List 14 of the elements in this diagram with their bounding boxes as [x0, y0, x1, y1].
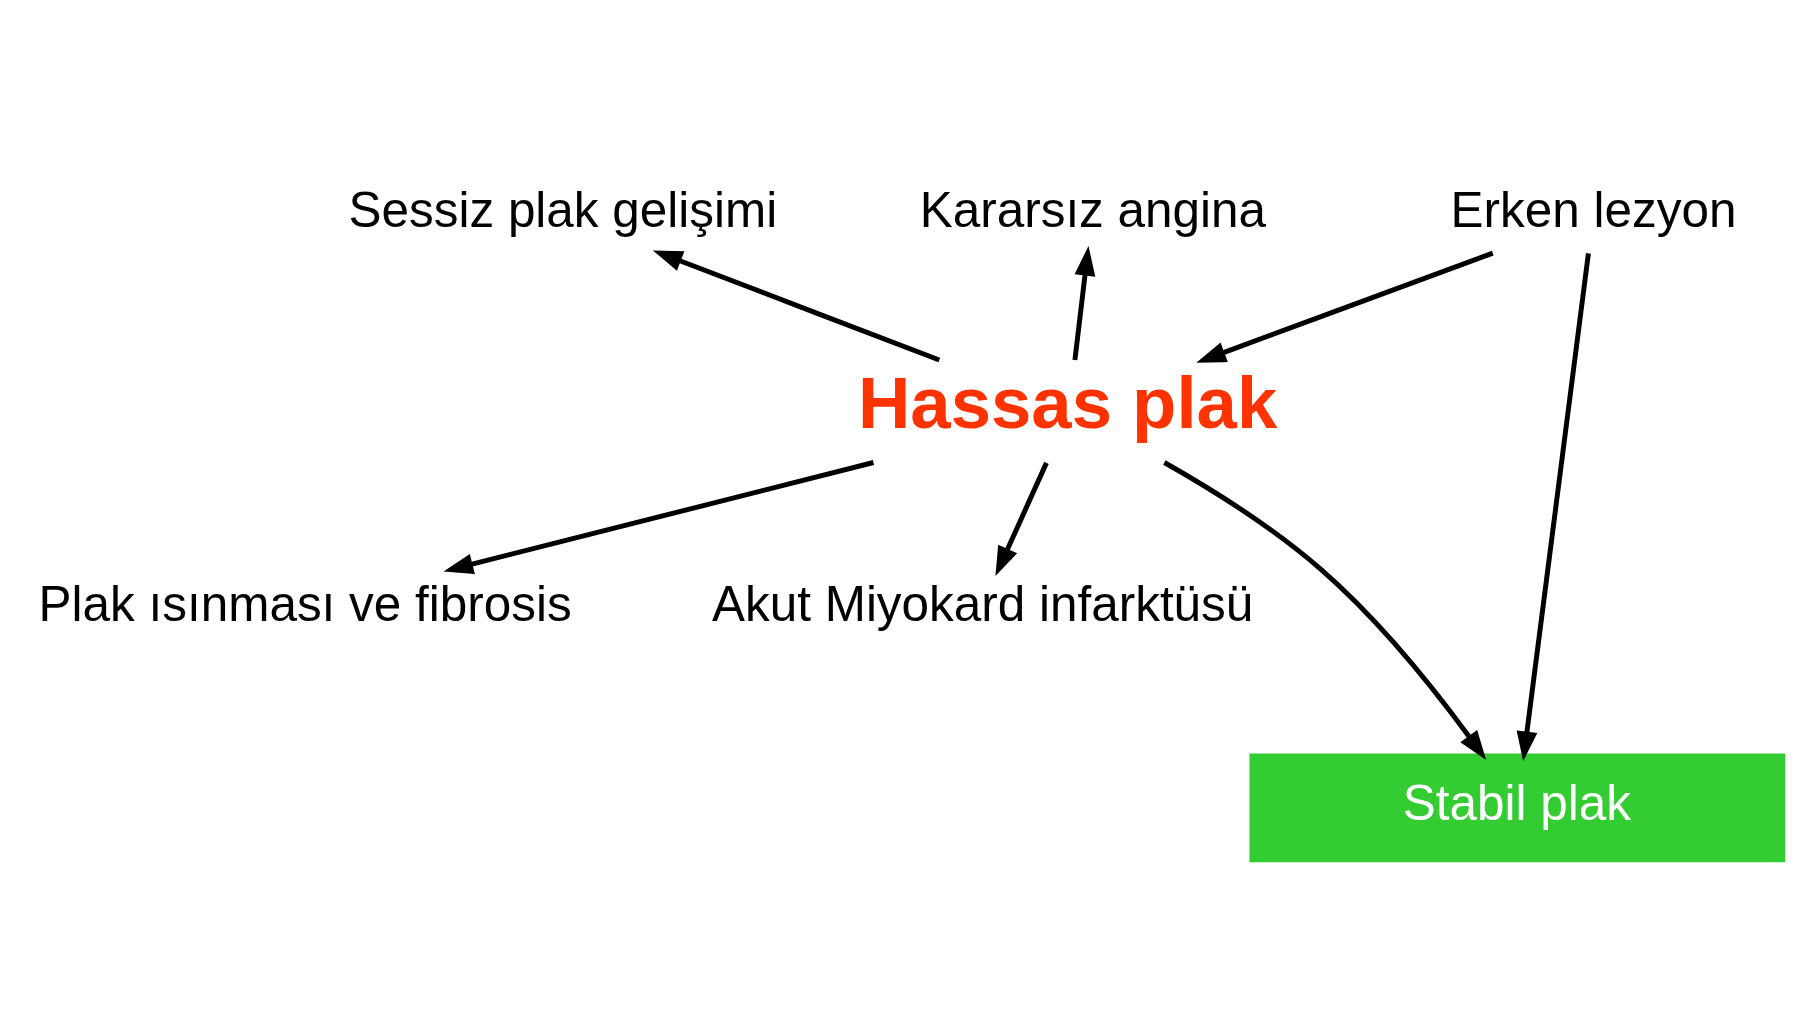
node-text: Sessiz plak gelişimi [348, 181, 778, 237]
node-text: Plak ısınması ve fibrosis [38, 575, 572, 631]
arrow [1196, 250, 1494, 363]
arrow [1516, 252, 1591, 761]
arrow [1163, 459, 1487, 760]
node-text: Hassas plak [857, 361, 1278, 443]
node-box: Stabil plak [1249, 752, 1786, 862]
node-text: Kararsız angina [919, 181, 1267, 237]
arrow [1072, 245, 1096, 360]
arrow [443, 459, 875, 574]
arrow [652, 249, 941, 362]
node-text: Akut Miyokard infarktüsü [712, 575, 1254, 631]
arrow [995, 461, 1049, 576]
node-text: Erken lezyon [1450, 181, 1737, 237]
